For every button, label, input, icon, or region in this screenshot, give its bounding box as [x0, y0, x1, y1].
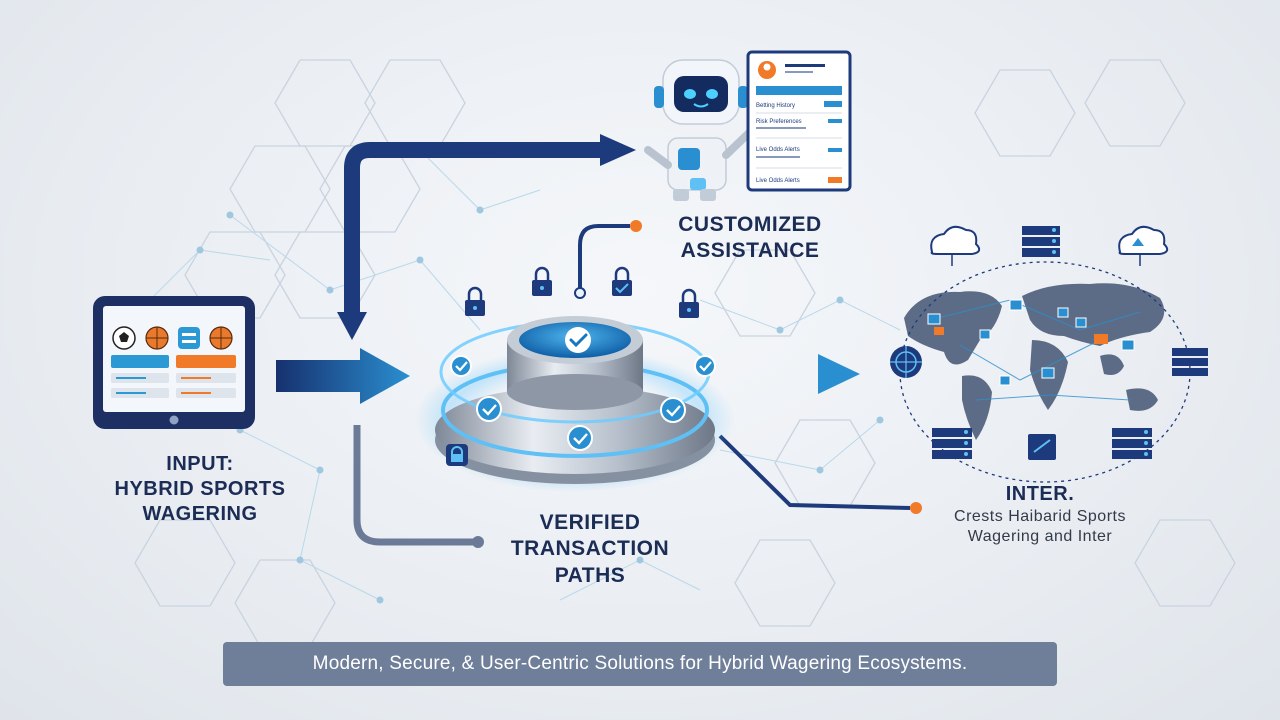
input-label: INPUT: HYBRID SPORTS WAGERING: [70, 452, 330, 527]
background-network-nodes: [196, 206, 884, 604]
connection-paths: [276, 134, 922, 548]
panel-row-3: Live Odds Alerts: [756, 147, 800, 153]
padlock-icon: [612, 266, 632, 296]
cloud-icon: [1118, 225, 1169, 266]
checkmark-icon: [565, 327, 591, 353]
verified-line3: PATHS: [554, 563, 626, 587]
verified-line2: TRANSACTION: [510, 537, 670, 561]
input-arrow: [276, 348, 410, 404]
inter-label: INTER. Crests Haibarid Sports Wagering a…: [940, 482, 1140, 547]
inter-title: INTER.: [1005, 483, 1075, 505]
panel-row-4: Live Odds Alerts: [756, 178, 800, 184]
checkmark-icon: [567, 425, 593, 451]
checkmark-icon: [694, 355, 716, 377]
verified-line1: VERIFIED: [539, 511, 641, 534]
padlock-icon: [465, 286, 485, 316]
input-title-line3: WAGERING: [142, 503, 258, 525]
basketball-icon: [209, 326, 233, 350]
assistance-panel: Betting History Risk Preferences Live Od…: [746, 50, 852, 192]
assistance-arrow: [344, 142, 600, 318]
padlock-icon: [446, 444, 468, 466]
globe-icon: [890, 346, 922, 378]
padlock-icon: [679, 288, 699, 318]
input-title-line1: INPUT:: [166, 453, 234, 475]
tablet-icon: [93, 296, 255, 429]
server-icon: [1112, 428, 1152, 459]
server-icon: [932, 428, 972, 459]
panel-row-1: Betting History: [756, 103, 795, 109]
padlocks: [446, 266, 699, 466]
basketball-icon: [145, 326, 169, 350]
checkmark-icon: [476, 396, 502, 422]
verified-checks: [450, 355, 716, 451]
cloud-icon: [930, 225, 981, 266]
assistance-label: CUSTOMIZED ASSISTANCE: [660, 212, 840, 265]
lower-left-path: [353, 425, 475, 546]
verified-label: VERIFIED TRANSACTION PATHS: [470, 510, 710, 589]
assistance-line2: ASSISTANCE: [680, 239, 820, 263]
checkmark-icon: [660, 397, 686, 423]
world-map-icon: [899, 261, 1191, 483]
inter-subtitle-line1: Crests Haibarid Sports: [954, 508, 1126, 525]
upper-node-path: [578, 224, 630, 290]
soccer-ball-icon: [112, 326, 136, 350]
secure-transaction-hub: [415, 316, 735, 492]
tagline-banner: Modern, Secure, & User-Centric Solutions…: [223, 642, 1057, 686]
padlock-icon: [532, 266, 552, 296]
input-title-line2: HYBRID SPORTS: [114, 478, 286, 500]
server-icon: [1172, 348, 1208, 376]
robot-icon: [644, 59, 756, 201]
panel-row-2: Risk Preferences: [756, 119, 802, 125]
inter-subtitle-line2: Wagering and Inter: [967, 528, 1113, 545]
checkmark-icon: [450, 355, 472, 377]
monitor-icon: [1028, 434, 1056, 460]
lower-right-path: [718, 434, 911, 510]
server-icon: [1022, 226, 1060, 257]
banner-text: Modern, Secure, & User-Centric Solutions…: [312, 653, 968, 674]
assistance-line1: CUSTOMIZED: [678, 213, 822, 236]
